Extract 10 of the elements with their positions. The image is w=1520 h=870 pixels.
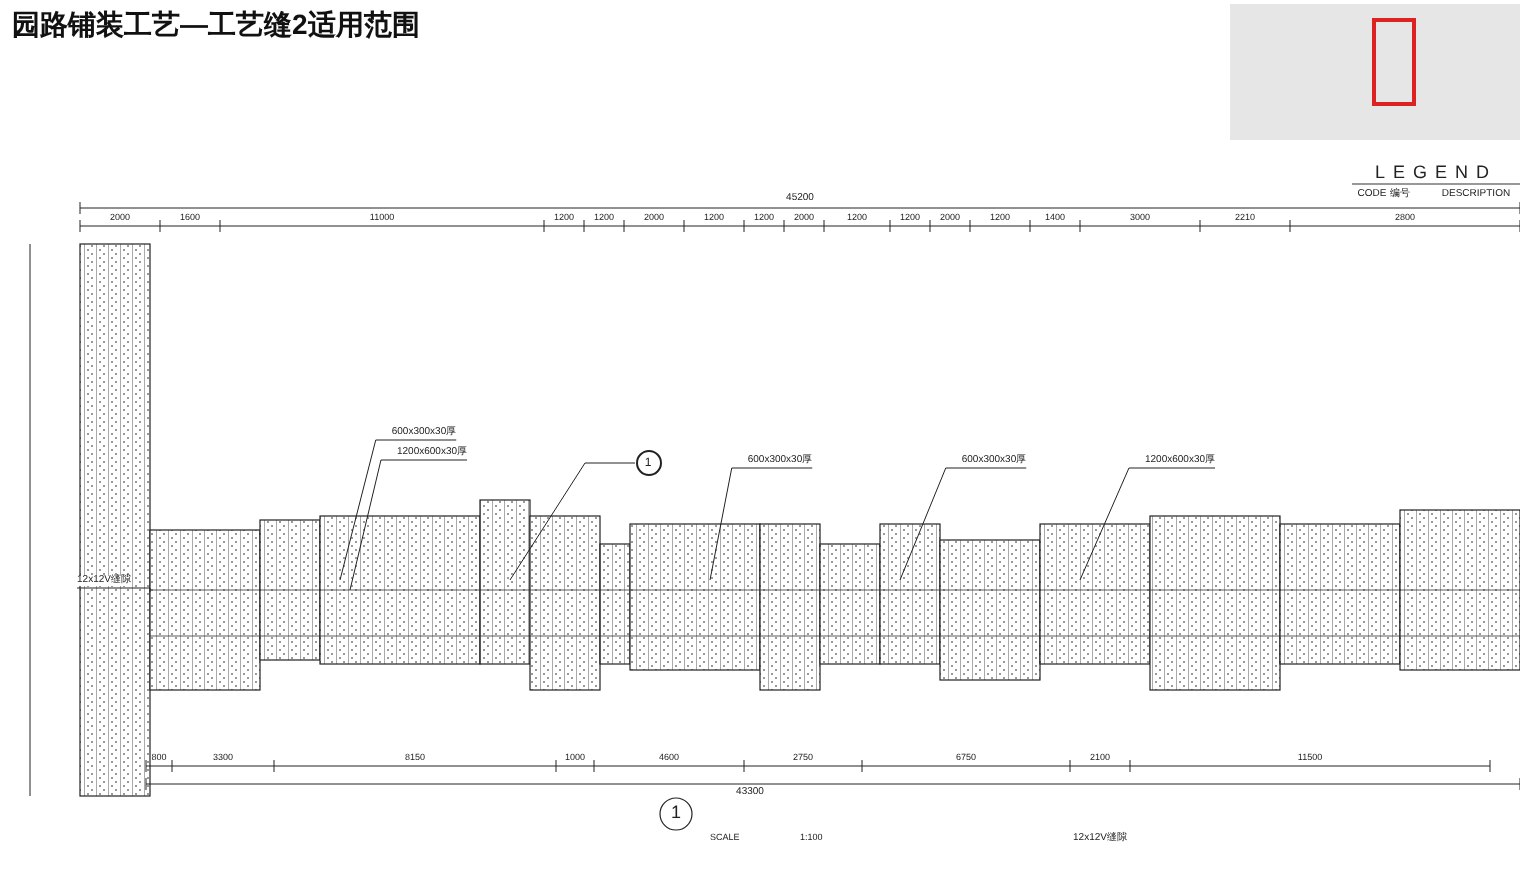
leader-line: [339, 439, 457, 581]
leader-line: [349, 459, 468, 591]
leader-line: [709, 467, 813, 581]
legend-heading: LEGEND: [1374, 164, 1497, 182]
callout-number: 1: [670, 804, 681, 822]
leader-line: [899, 467, 1027, 581]
leader-line: [76, 587, 151, 593]
leader-line: [509, 462, 636, 581]
leader-line: [1079, 467, 1216, 581]
page-title: 园路铺装工艺—工艺缝2适用范围: [12, 8, 420, 44]
